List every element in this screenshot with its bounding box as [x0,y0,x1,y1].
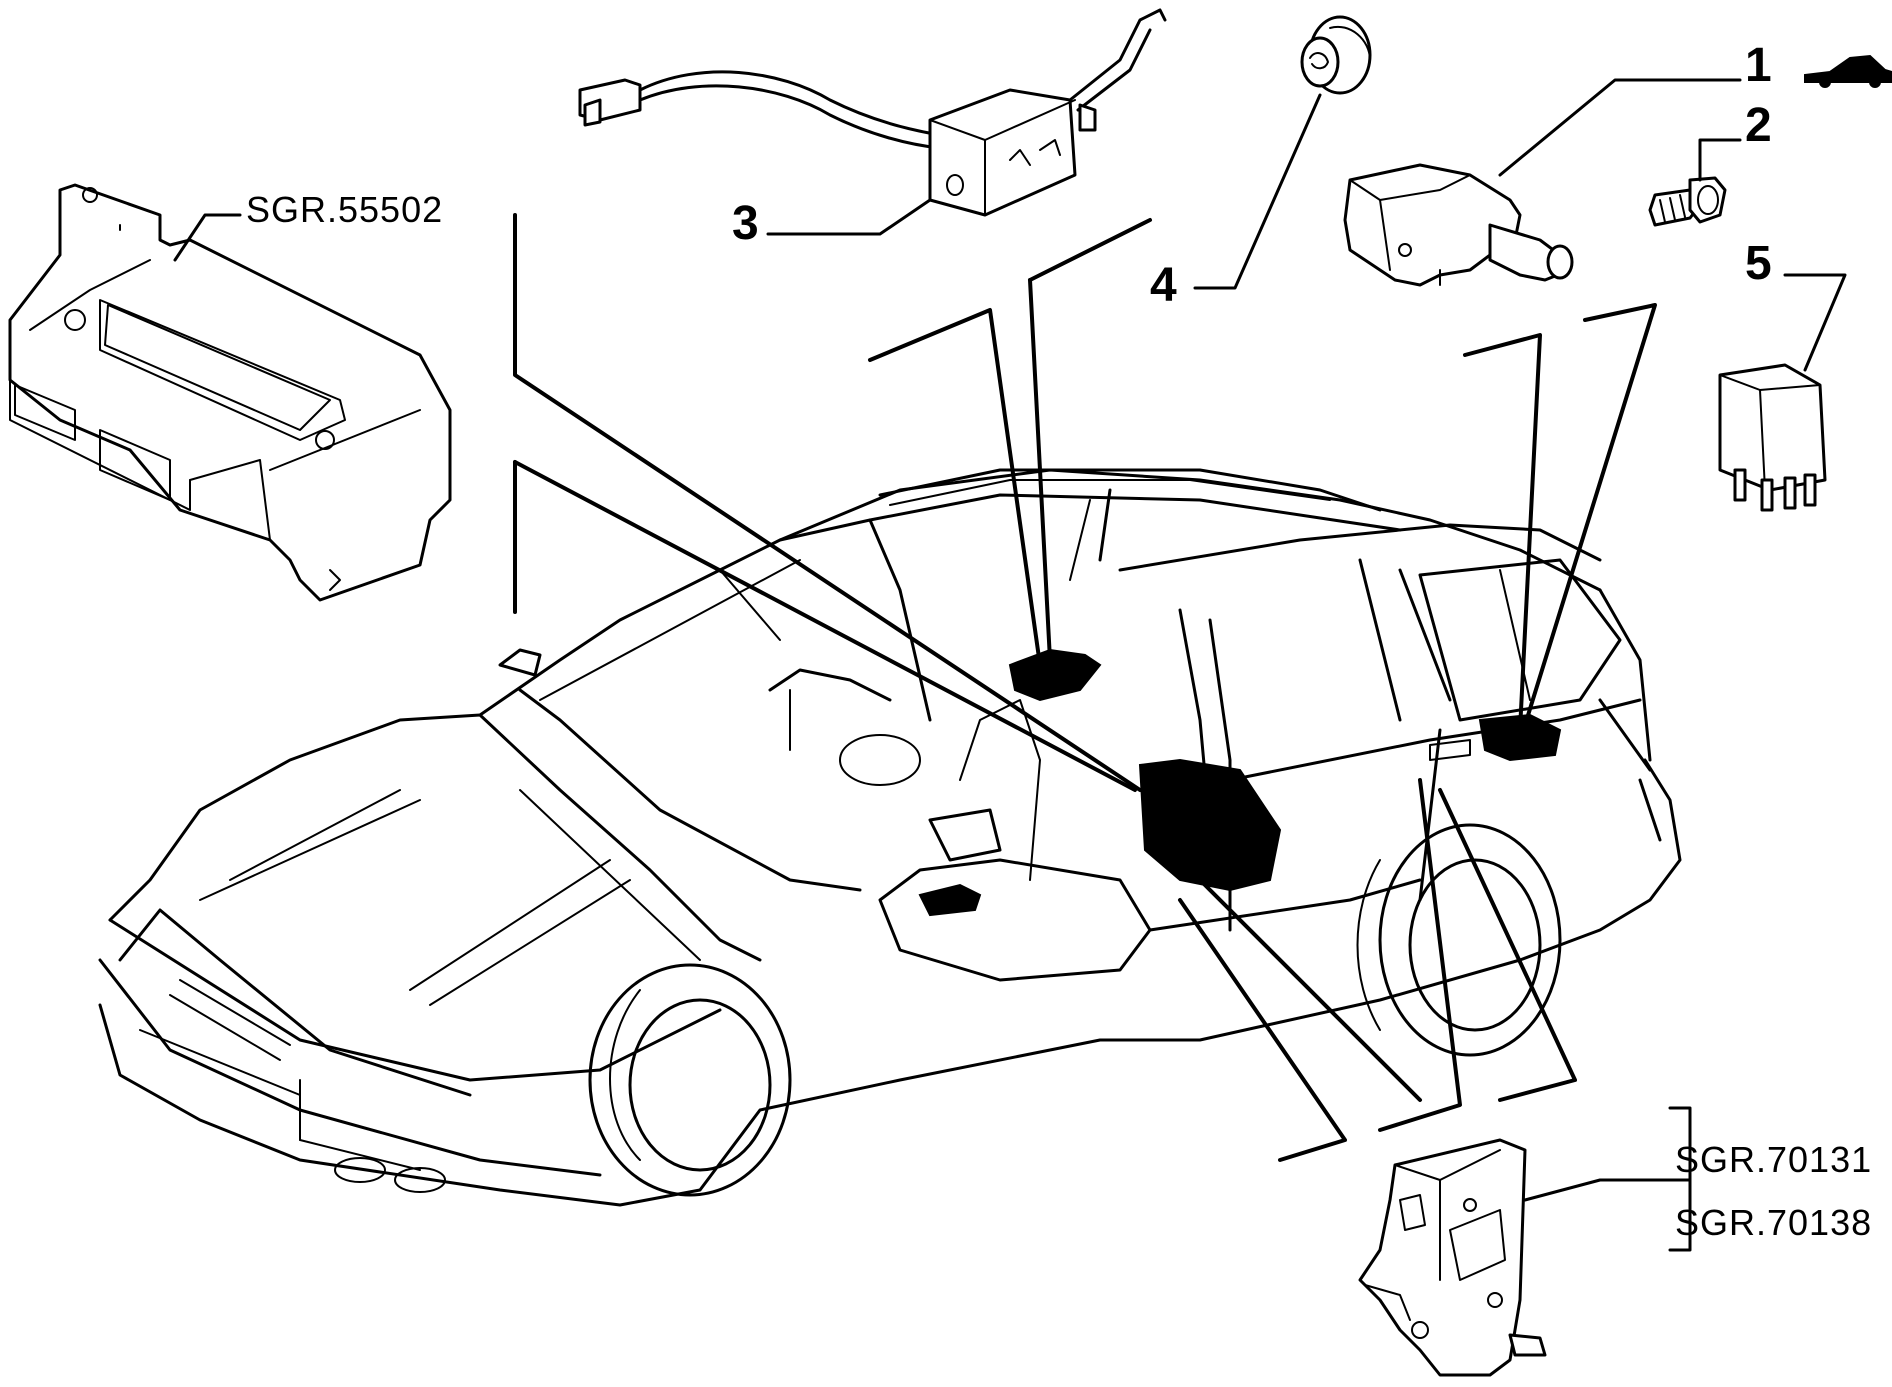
callout-1: 1 [1745,39,1772,92]
sedan-silhouette-icon [1804,54,1892,88]
ref-lock-a: SGR.70131 [1675,1139,1873,1180]
grommet-part-illustration [1300,15,1372,95]
door-lock-assembly-illustration [1358,1138,1547,1377]
relay-part-illustration [1718,363,1827,512]
callout-4: 4 [1150,259,1177,312]
callout-5: 5 [1745,237,1772,290]
car-illustration [98,468,1682,1207]
ref-lock-b: SGR.70138 [1675,1202,1873,1243]
callout-leaders [173,78,1847,1252]
ecu-module-illustration [8,183,452,602]
callout-3: 3 [732,197,759,250]
callout-2: 2 [1745,99,1772,152]
lock-actuator-part-illustration [1343,163,1574,287]
door-switch-part-illustration [578,8,1167,217]
leader-lines [513,213,1657,1162]
screw-part-illustration [1648,176,1727,227]
ref-ecu: SGR.55502 [246,189,444,230]
